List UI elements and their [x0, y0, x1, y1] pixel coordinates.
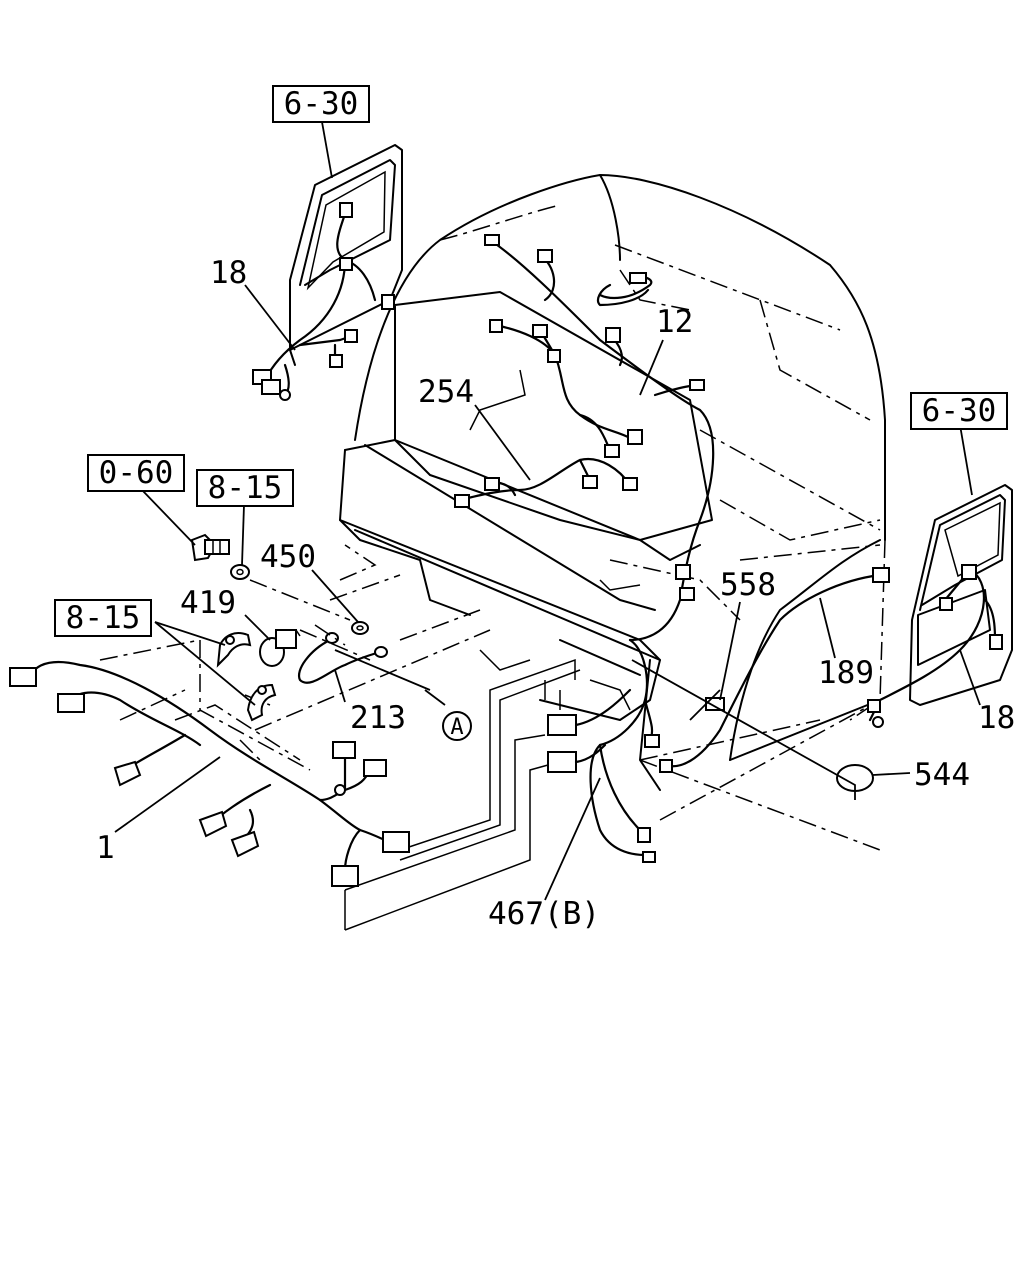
door-connector: [339, 202, 353, 218]
callout-189: 189: [818, 655, 874, 691]
dash-connector: [532, 324, 548, 338]
dash-connector: [454, 494, 470, 508]
main-harness: [9, 660, 410, 887]
callout-1: 1: [96, 830, 115, 866]
dash-harness: [454, 319, 643, 508]
ref-circle-a-label: A: [450, 715, 463, 740]
main-connector: [57, 693, 85, 713]
bolt: [190, 533, 230, 562]
callout-18-right: 18: [978, 700, 1015, 736]
ref-box-door-left: 6-30: [272, 85, 370, 123]
dash-connector: [627, 429, 643, 445]
door-connector: [329, 354, 343, 368]
plug-419: [259, 629, 301, 667]
dash-connector: [582, 475, 598, 489]
main-connector: [230, 830, 260, 858]
callout-419: 419: [180, 585, 236, 621]
callout-450: 450: [260, 539, 316, 575]
cab-body: [339, 174, 886, 791]
grommet-450: [351, 621, 369, 635]
roof-connector: [537, 249, 553, 263]
callout-213: 213: [350, 700, 406, 736]
callout-18-left: 18: [210, 255, 247, 291]
chassis-connector: [547, 751, 577, 773]
main-connector: [198, 810, 228, 838]
callout-12: 12: [656, 304, 693, 340]
dash-connector: [489, 319, 503, 333]
ref-circle-a: A: [442, 711, 472, 741]
door-connector: [989, 634, 1003, 650]
assembly-lines: [99, 544, 491, 771]
door-connector: [381, 294, 395, 310]
ref-box-door-left-label: 6-30: [284, 86, 359, 122]
main-connector: [382, 831, 410, 853]
door-connector: [961, 564, 977, 580]
main-connector: [113, 760, 142, 787]
main-connector: [332, 741, 356, 759]
dash-connector: [484, 477, 500, 491]
jumper-213: [297, 624, 388, 684]
dash-connector: [622, 477, 638, 491]
callout-544: 544: [914, 757, 970, 793]
door-connector: [867, 699, 881, 713]
roof-connector: [675, 564, 691, 580]
ref-box-washer-label: 8-15: [208, 470, 283, 506]
leader-lines: [114, 121, 981, 901]
chassis-connector: [642, 851, 656, 863]
side-connector: [872, 567, 890, 583]
door-connector: [344, 329, 358, 343]
chassis-connector: [644, 734, 660, 748]
roof-connector: [689, 379, 705, 391]
main-connector: [9, 667, 37, 687]
main-connector: [363, 759, 387, 777]
roof-harness: [484, 234, 715, 642]
ref-box-washer: 8-15: [196, 469, 294, 507]
chassis-harness: [547, 638, 660, 863]
clip-lower: [246, 683, 277, 722]
left-door-harness: [252, 202, 395, 401]
callout-254: 254: [418, 374, 474, 410]
ref-box-bolt-label: 0-60: [99, 455, 174, 491]
ref-box-door-right-label: 6-30: [922, 393, 997, 429]
side-harness: [659, 567, 890, 773]
roof-connector: [629, 272, 647, 284]
right-door: [909, 484, 1013, 706]
door-connector: [939, 597, 953, 611]
callout-558: 558: [720, 567, 776, 603]
ref-box-clips-label: 8-15: [66, 600, 141, 636]
side-connector: [659, 759, 673, 773]
ref-box-door-right: 6-30: [910, 392, 1008, 430]
dash-connector: [604, 444, 620, 458]
door-connector: [261, 379, 281, 395]
ref-box-clips: 8-15: [54, 599, 152, 637]
roof-connector: [484, 234, 500, 246]
door-connector: [339, 257, 353, 271]
washer: [230, 564, 250, 580]
roof-connector: [605, 327, 621, 343]
dash-connector: [547, 349, 561, 363]
cab-hidden-edges: [439, 204, 886, 851]
clip-upper: [216, 632, 252, 668]
main-connector: [331, 865, 359, 887]
roof-connector: [679, 587, 695, 601]
chassis-connector: [547, 714, 577, 736]
chassis-connector: [637, 827, 651, 843]
ref-box-bolt: 0-60: [87, 454, 185, 492]
callout-467b: 467(B): [488, 896, 600, 932]
right-door-harness: [867, 564, 1003, 728]
routing-lines: [344, 658, 581, 931]
